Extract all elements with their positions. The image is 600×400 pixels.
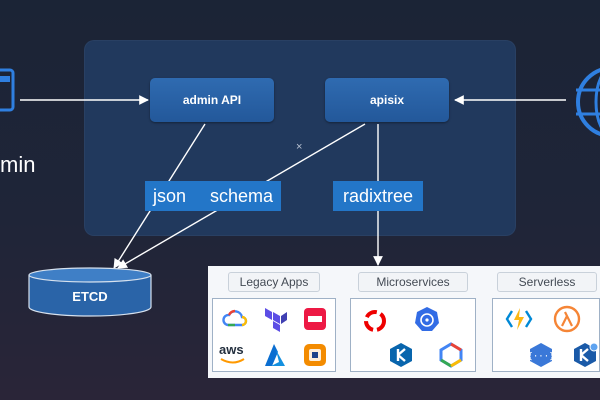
legacy-apps-box: aws: [212, 298, 336, 372]
globe-icon: [572, 66, 600, 138]
vmware-icon: [304, 344, 326, 366]
gcloud-icon: [222, 309, 248, 327]
microservices-box: [350, 298, 476, 372]
radixtree-tag: radixtree: [333, 181, 423, 211]
kubernetes-icon: [415, 307, 439, 331]
azure-icon: [265, 344, 285, 366]
admin-icon: [0, 68, 16, 118]
knative-icon: [390, 343, 412, 367]
legacy-apps-header: Legacy Apps: [228, 272, 320, 292]
azure-functions-icon: [505, 308, 533, 330]
serverless-header: Serverless: [497, 272, 597, 292]
svg-text:{···}: {···}: [527, 352, 554, 362]
admin-api-node[interactable]: admin API: [150, 78, 274, 122]
openstack-icon: [304, 308, 326, 330]
apisix-function-icon: {···}: [527, 343, 555, 367]
etcd-label: ETCD: [72, 289, 108, 304]
microservices-header: Microservices: [358, 272, 468, 292]
admin-label: min: [0, 152, 36, 177]
kubeless-icon: [574, 342, 599, 367]
openshift-icon: [364, 310, 386, 332]
json-tag-text: json: [153, 185, 187, 206]
serverless-box: {···}: [492, 298, 600, 372]
json-schema-tag: json schema: [145, 181, 281, 211]
terraform-icon: [265, 308, 287, 332]
aws-text: aws: [219, 342, 244, 357]
schema-tag-text: schema: [209, 185, 273, 206]
apisix-node[interactable]: apisix: [325, 78, 449, 122]
aws-lambda-icon: [553, 305, 581, 333]
etcd-database[interactable]: ETCD: [28, 267, 152, 317]
aws-icon: aws: [219, 343, 251, 367]
center-mark: ×: [296, 141, 303, 153]
gke-icon: [439, 342, 463, 368]
